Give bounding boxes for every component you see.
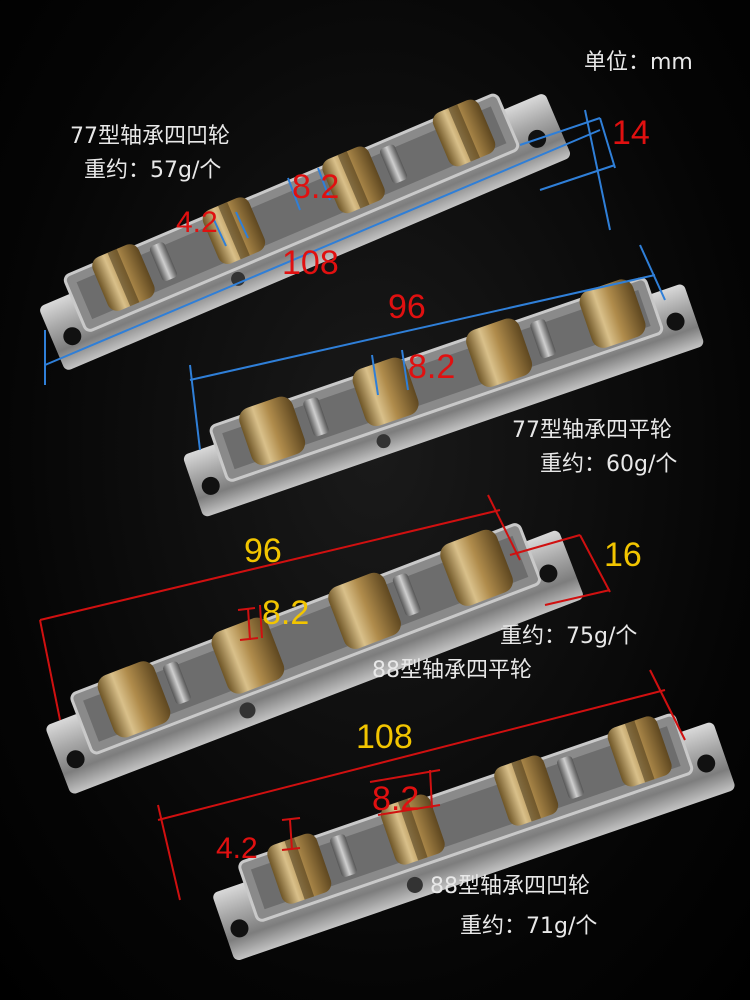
wheel-dim-3: 8.2: [262, 594, 310, 632]
product-weight-4: 重约：71g/个: [460, 914, 598, 939]
groove-dim-4: 4.2: [216, 832, 258, 865]
product-name-1: 77型轴承四凹轮: [70, 124, 230, 149]
roller-assembly-2: [183, 277, 704, 517]
wheel-dim-1: 8.2: [292, 168, 340, 206]
groove-dim-1: 4.2: [176, 206, 218, 239]
product-name-2: 77型轴承四平轮: [512, 418, 672, 443]
dimension-lines-4: [157, 669, 686, 901]
product-name-4: 88型轴承四凹轮: [430, 874, 590, 899]
roller-assembly-3: [46, 523, 583, 794]
length-dim-1: 108: [282, 244, 339, 282]
product-weight-2: 重约：60g/个: [540, 452, 678, 477]
roller-assembly-4: [213, 713, 735, 961]
unit-label: 单位：mm: [584, 50, 693, 75]
height-dim-3: 16: [604, 536, 642, 574]
dimension-lines-1: [44, 109, 616, 385]
dimension-lines-2: [189, 244, 666, 451]
length-dim-4: 108: [356, 718, 413, 756]
length-dim-3: 96: [244, 532, 282, 570]
roller-assembly-1: [40, 93, 571, 370]
wheel-dim-4: 8.2: [372, 780, 420, 818]
height-dim-1: 14: [612, 114, 650, 152]
wheel-dim-2: 8.2: [408, 348, 456, 386]
dimension-lines-3: [39, 494, 611, 721]
length-dim-2: 96: [388, 288, 426, 326]
product-name-3: 88型轴承四平轮: [372, 658, 532, 683]
product-weight-1: 重约：57g/个: [84, 158, 222, 183]
product-weight-3: 重约：75g/个: [500, 624, 638, 649]
